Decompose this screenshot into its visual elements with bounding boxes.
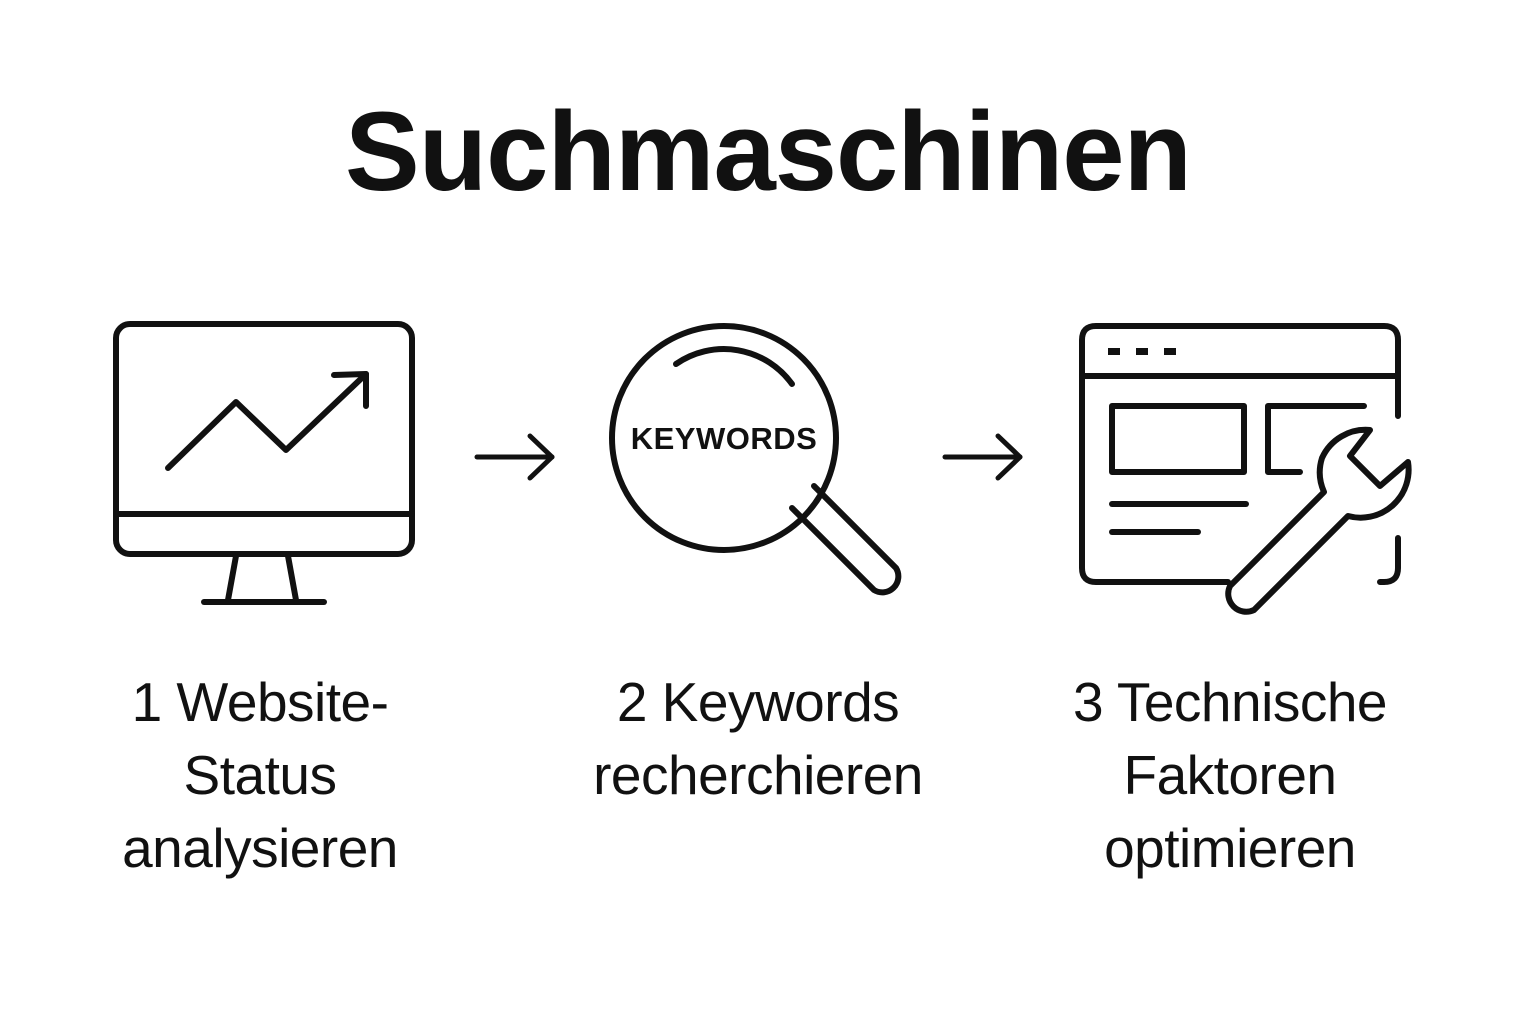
- step-1-label: 1 Website- Status analysieren: [40, 666, 480, 885]
- diagram-title: Suchmaschinen: [345, 89, 1192, 214]
- step-2-label-line: 2 Keywords: [616, 671, 900, 733]
- step-3-label-line: optimieren: [1104, 817, 1356, 879]
- step-1-label-line: analysieren: [122, 817, 398, 879]
- step-3-label-line: 3 Technische: [1072, 671, 1388, 733]
- step-3-label: 3 Technische Faktoren optimieren: [1010, 666, 1450, 885]
- step-1-label-line: 1 Website-: [131, 671, 389, 733]
- magnifier-icon: KEYWORDS: [606, 322, 906, 618]
- keywords-icon-text: KEYWORDS: [631, 421, 818, 456]
- arrow-right-icon: [472, 432, 562, 482]
- step-1-label-line: Status: [183, 744, 337, 806]
- step-3-label-line: Faktoren: [1123, 744, 1337, 806]
- arrow-right-icon: [940, 432, 1030, 482]
- browser-wrench-icon: [1078, 320, 1423, 616]
- step-2-label-line: recherchieren: [593, 744, 923, 806]
- monitor-chart-icon: [110, 318, 420, 608]
- step-2-label: 2 Keywords recherchieren: [538, 666, 978, 812]
